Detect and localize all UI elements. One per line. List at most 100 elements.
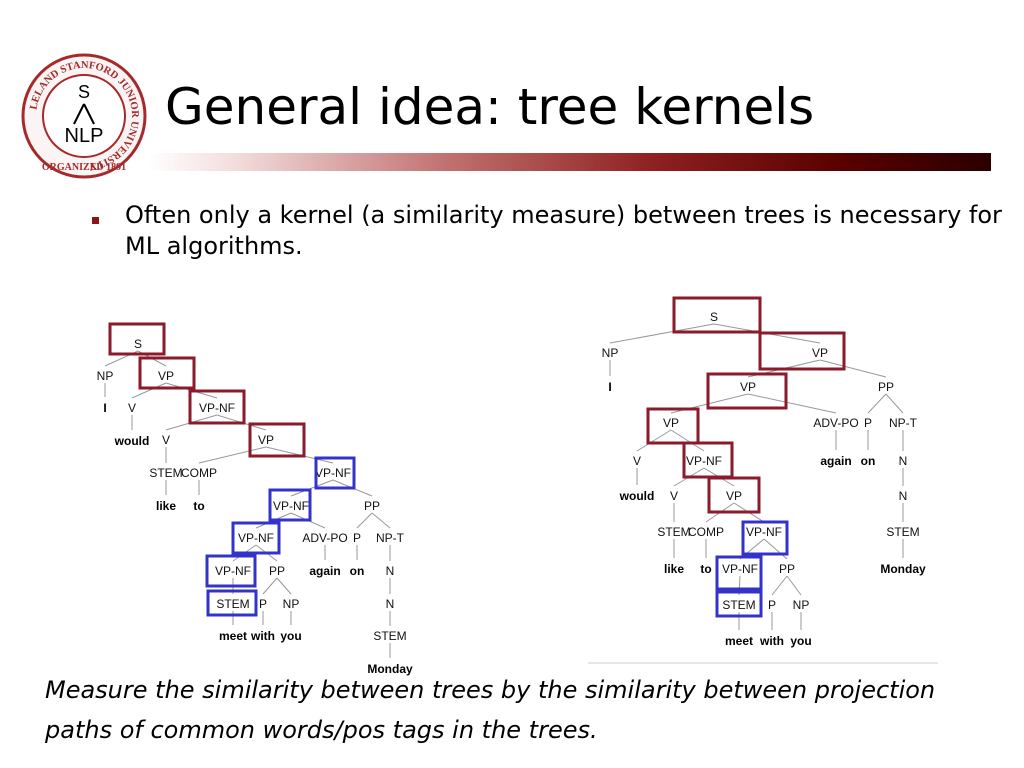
tree-node-label: VP <box>158 369 174 383</box>
tree-word: again <box>820 454 851 468</box>
tree-node-label: P <box>768 598 776 612</box>
tree-edge <box>763 538 788 560</box>
tree-edge <box>198 446 267 464</box>
red-highlight-box <box>758 331 846 371</box>
tree-node-label: VP-NF <box>686 454 722 468</box>
tree-node-label: NP-T <box>376 531 405 545</box>
tree-word: you <box>280 629 301 643</box>
tree-node-label: P <box>864 416 872 430</box>
tree-node-label: VP <box>258 433 274 447</box>
tree-node-label: STEM <box>373 629 406 643</box>
tree-word: like <box>156 499 176 513</box>
tree-edge <box>786 575 802 596</box>
red-highlight-box <box>188 389 246 425</box>
tree-node-label: N <box>899 489 908 503</box>
tree-node-label: STEM <box>886 525 919 539</box>
tree-edge <box>609 323 715 344</box>
tree-edge <box>371 512 391 529</box>
tree-node-label: NP <box>602 346 619 360</box>
tree-node-label: ADV-PO <box>302 531 347 545</box>
tree-edge <box>747 393 837 414</box>
tree-node-label: VP-NF <box>746 525 782 539</box>
tree-node-label: ADV-PO <box>813 416 858 430</box>
tree-node-label: N <box>899 454 908 468</box>
tree-word: like <box>664 562 684 576</box>
tree-word: you <box>790 634 811 648</box>
blue-highlight-box <box>715 555 763 591</box>
tree-node-label: VP <box>663 416 679 430</box>
tree-node-label: N <box>386 564 395 578</box>
tree-node-label: PP <box>269 564 285 578</box>
tree-node-label: VP <box>812 346 828 360</box>
tree-node-label: NP <box>97 369 114 383</box>
tree-node-label: NP <box>793 598 810 612</box>
tree-edge <box>290 479 334 497</box>
tree-node-label: VP-NF <box>273 499 309 513</box>
tree-word: again <box>309 564 340 578</box>
tree-node-label: VP-NF <box>315 466 351 480</box>
blue-highlight-box <box>741 520 789 556</box>
slide-title: General idea: tree kernels <box>165 78 815 136</box>
stanford-nlp-logo: LELAND STANFORD JUNIOR UNIVERSITY ORGANI… <box>21 53 147 179</box>
slide-caption: Measure the similarity between trees by … <box>45 676 936 744</box>
tree-edge <box>819 359 887 378</box>
tree-node-label: VP-NF <box>215 564 251 578</box>
red-highlight-box <box>706 372 788 410</box>
logo-letter: S <box>78 82 90 102</box>
tree-edges <box>609 323 904 630</box>
tree-nodes: SNPIVPVwouldVP-NFVSTEMlikeVPCOMPtoVP-NFV… <box>97 337 413 676</box>
tree-node-label: N <box>386 597 395 611</box>
tree-node-label: VP-NF <box>722 562 758 576</box>
bullet-square-icon <box>92 217 99 224</box>
tree-node-label: PP <box>878 380 894 394</box>
tree-node-label: NP <box>283 597 300 611</box>
tree-node-label: V <box>128 401 136 415</box>
red-highlight-box <box>672 296 762 334</box>
title-underline-bar <box>148 153 991 171</box>
bullet-text: Often only a kernel (a similarity measur… <box>125 201 1002 260</box>
tree-edge <box>636 429 672 452</box>
tree-node-label: PP <box>364 499 380 513</box>
tree-node-label: COMP <box>181 466 217 480</box>
blue-highlight-box <box>268 488 312 522</box>
logo-tree-icon <box>73 103 95 125</box>
tree-edge <box>885 393 904 414</box>
tree-node-label: S <box>134 337 142 351</box>
tree-node-label: P <box>353 531 361 545</box>
tree-node-label: VP-NF <box>199 401 235 415</box>
red-highlight-box <box>248 422 306 458</box>
tree-node-label: STEM <box>722 598 755 612</box>
red-highlight-box <box>707 476 761 514</box>
logo-nlp-label: NLP <box>65 125 104 147</box>
red-highlight-box <box>138 356 196 390</box>
logo-bottom-text: ORGANIZED 1891 <box>42 162 126 173</box>
blue-highlight-box <box>206 589 258 617</box>
tree-node-label: V <box>162 433 170 447</box>
tree-word: meet <box>725 634 753 648</box>
tree-node-label: S <box>710 310 718 324</box>
tree-node-label: STEM <box>657 525 690 539</box>
tree-edge <box>670 429 705 452</box>
tree-node-label: COMP <box>688 525 724 539</box>
tree-edge <box>276 577 292 595</box>
blue-highlight-box <box>715 590 763 618</box>
tree-node-label: VP <box>740 380 756 394</box>
tree-word: would <box>114 434 150 448</box>
tree-word: to <box>700 562 711 576</box>
tree-node-label: STEM <box>149 466 182 480</box>
tree-edge <box>131 382 167 399</box>
blue-highlight-box <box>205 554 257 588</box>
blue-highlight-box <box>231 521 281 555</box>
parse-tree-left: SNPIVPVwouldVP-NFVSTEMlikeVPCOMPtoVP-NFV… <box>97 322 413 676</box>
tree-word: Monday <box>367 662 413 676</box>
highlight-boxes <box>646 296 846 618</box>
highlight-boxes <box>108 322 356 617</box>
red-highlight-box <box>646 407 700 445</box>
tree-word: meet <box>219 629 247 643</box>
tree-word: on <box>861 454 876 468</box>
tree-node-label: VP <box>726 489 742 503</box>
tree-word: Monday <box>880 562 926 576</box>
tree-word: with <box>759 634 784 648</box>
tree-word: I <box>608 380 611 394</box>
